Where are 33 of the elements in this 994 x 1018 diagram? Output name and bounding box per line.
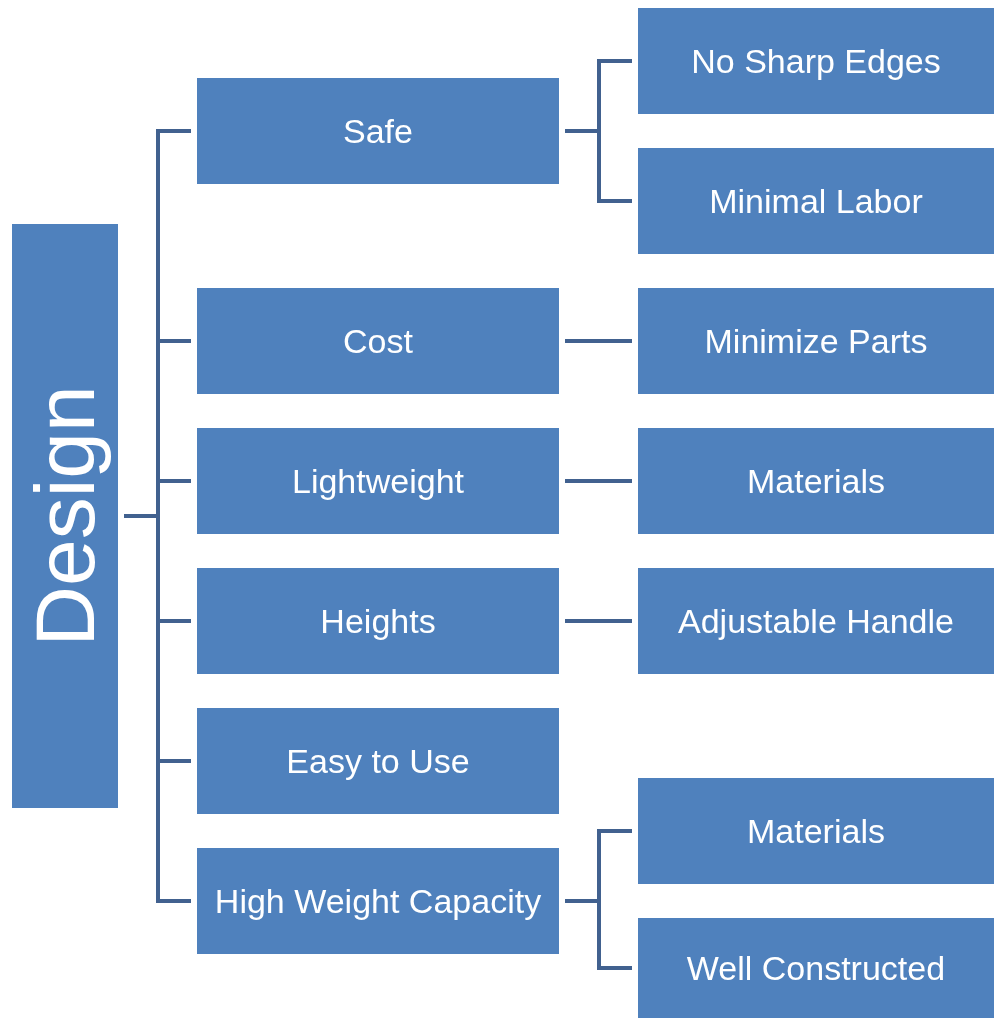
box-label: Cost: [342, 320, 414, 362]
category-box: [197, 848, 559, 954]
box-label: No Sharp Edges: [690, 40, 942, 82]
connector-line: [565, 339, 632, 343]
category-box: [638, 8, 994, 114]
box-label: High Weight Capacity: [213, 880, 543, 922]
box-label: Safe: [342, 110, 414, 152]
connector-line: [124, 514, 191, 903]
connector-line: [565, 479, 632, 483]
connector-line: [565, 899, 632, 970]
category-box: [197, 288, 559, 394]
box-label: Minimize Parts: [703, 320, 929, 362]
root-box: [12, 224, 118, 808]
box-label: Minimal Labor: [708, 180, 924, 222]
box-label: Lightweight: [291, 460, 465, 502]
category-box: [638, 918, 994, 1018]
box-label: Adjustable Handle: [677, 600, 955, 642]
category-box: [197, 78, 559, 184]
box-label: Materials: [746, 810, 886, 852]
category-box: [197, 428, 559, 534]
connector-line: [565, 129, 632, 203]
connector-line: [565, 619, 632, 623]
category-box: [638, 568, 994, 674]
box-label: Well Constructed: [685, 947, 947, 989]
category-box: [638, 288, 994, 394]
category-box: [197, 568, 559, 674]
category-box: [638, 778, 994, 884]
box-label: Materials: [746, 460, 886, 502]
box-label: Easy to Use: [285, 740, 471, 782]
category-box: [638, 428, 994, 534]
box-label: Heights: [319, 600, 437, 642]
category-box: [638, 148, 994, 254]
category-box: [197, 708, 559, 814]
